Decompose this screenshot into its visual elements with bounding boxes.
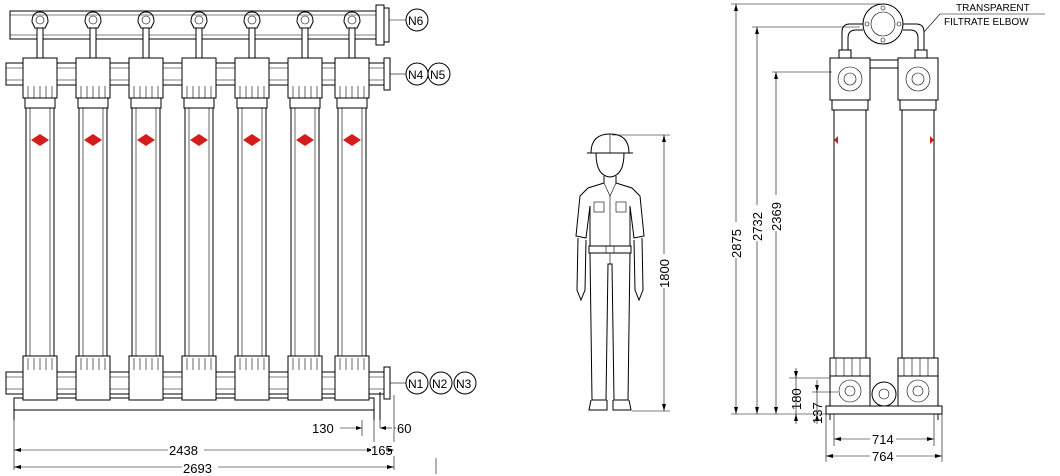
riser-pipe (195, 27, 203, 59)
nozzle-n4-label: N4 (408, 68, 424, 82)
riser-valve (84, 11, 102, 29)
dim-180: 180 (789, 388, 804, 410)
dim-714: 714 (872, 432, 894, 447)
nozzle-n5-badge (427, 62, 451, 86)
brand-logo-icon (243, 134, 261, 146)
dim-2732: 2732 (750, 212, 765, 241)
nozzle-n1-label: N1 (408, 377, 424, 391)
side-dimensions: 2875 2732 2369 180 137 714 (728, 3, 943, 464)
dim-1800: 1800 (657, 259, 672, 288)
side-view (825, 3, 943, 420)
riser-handwheel (300, 15, 310, 25)
brand-logo-icon (137, 134, 155, 146)
nozzle-n6-label: N6 (408, 14, 424, 28)
nozzle-n5-label: N5 (430, 68, 446, 82)
riser-pipe (348, 27, 356, 59)
module-shell (131, 107, 161, 357)
riser-pipe (36, 27, 44, 59)
module-lower-cap (181, 355, 217, 401)
top-manifold (9, 4, 390, 46)
module-lower-cap (75, 355, 111, 401)
nozzle-n2-label: N2 (432, 377, 448, 391)
nozzle-n3-label: N3 (456, 377, 472, 391)
riser-handwheel (141, 15, 151, 25)
dim-137: 137 (810, 402, 825, 424)
note-line-1: TRANSPARENT (956, 3, 1030, 14)
dim-130: 130 (312, 421, 334, 436)
human-dimension: 1800 (612, 134, 672, 412)
membrane-modules (22, 11, 370, 401)
nozzle-callouts: N6 N4 N5 N1 N2 N3 (389, 8, 477, 395)
dim-60: 60 (397, 421, 411, 436)
riser-handwheel (247, 15, 257, 25)
brand-logo-icon (31, 134, 49, 146)
dim-2875: 2875 (729, 229, 744, 258)
riser-pipe (248, 27, 256, 59)
riser-handwheel (35, 15, 45, 25)
riser-handwheel (347, 15, 357, 25)
dim-2693: 2693 (183, 461, 212, 476)
riser-pipe (301, 27, 309, 59)
dim-2369: 2369 (769, 202, 784, 231)
brand-logo-icon (84, 134, 102, 146)
brand-logo-icon (190, 134, 208, 146)
front-dimensions: 130 60 2438 165 2693 (13, 395, 437, 476)
riser-valve (296, 11, 314, 29)
riser-valve (190, 11, 208, 29)
dim-764: 764 (872, 449, 894, 464)
nozzle-n1-badge (405, 371, 429, 395)
dim-165: 165 (371, 443, 393, 458)
brand-logo-icon (343, 134, 361, 146)
riser-pipe (142, 27, 150, 59)
riser-valve (31, 11, 49, 29)
riser-pipe (89, 27, 97, 59)
module-shell (78, 107, 108, 357)
riser-valve (243, 11, 261, 29)
front-view (5, 4, 391, 420)
brand-logo-icon (296, 134, 314, 146)
human-figure (575, 133, 645, 411)
nozzle-n2-badge (429, 371, 453, 395)
nozzle-n3-badge (453, 371, 477, 395)
riser-handwheel (88, 15, 98, 25)
nozzle-n6-badge (405, 8, 429, 32)
note-line-2: FILTRATE ELBOW (944, 17, 1029, 28)
riser-valve (343, 11, 361, 29)
module-lower-cap (22, 355, 58, 401)
side-note: TRANSPARENT FILTRATE ELBOW (923, 3, 1045, 33)
module-shell (25, 107, 55, 357)
dim-2438: 2438 (169, 443, 198, 458)
riser-handwheel (194, 15, 204, 25)
riser-valve (137, 11, 155, 29)
module-shell (290, 107, 320, 357)
